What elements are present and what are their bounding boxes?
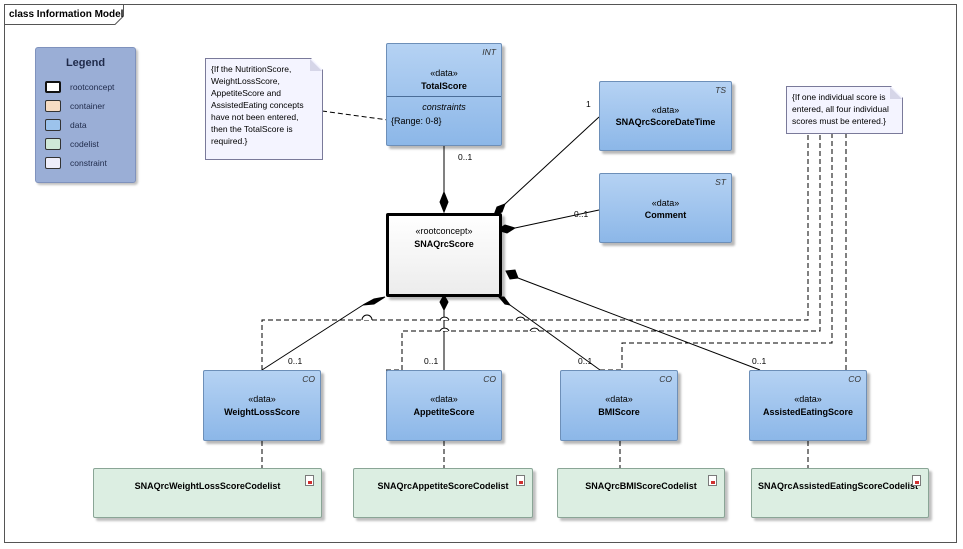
connector-comment bbox=[514, 209, 600, 229]
codelist-name: SNAQrcBMIScoreCodelist bbox=[585, 481, 697, 491]
codelist-name: SNAQrcAssistedEatingScoreCodelist bbox=[758, 481, 919, 491]
note-all-scores-rule[interactable]: {If one individual score is entered, all… bbox=[786, 86, 903, 134]
stereotype-label: «data» bbox=[794, 394, 822, 404]
connector-weightloss bbox=[261, 304, 364, 371]
legend-swatch bbox=[45, 119, 61, 131]
class-snaqrcscoredatetime[interactable]: TS «data» SNAQrcScoreDateTime bbox=[599, 81, 732, 151]
class-name: SNAQrcScore bbox=[414, 239, 474, 249]
class-comment[interactable]: ST «data» Comment bbox=[599, 173, 732, 243]
line-hop-1 bbox=[361, 314, 373, 321]
diamond-top bbox=[439, 190, 449, 214]
class-bmiscore[interactable]: CO «data» BMIScore bbox=[560, 370, 678, 441]
stereotype-label: «data» bbox=[430, 68, 458, 78]
document-icon bbox=[305, 475, 314, 486]
document-icon bbox=[708, 475, 717, 486]
class-weightlossscore[interactable]: CO «data» WeightLossScore bbox=[203, 370, 321, 441]
diamond-weightloss bbox=[362, 296, 386, 306]
class-name: TotalScore bbox=[421, 81, 467, 91]
line-hop-2 bbox=[439, 316, 450, 321]
note-totalscore-rule[interactable]: {If the NutritionScore, WeightLossScore,… bbox=[205, 58, 323, 160]
class-snaqrcscore-root[interactable]: «rootconcept» SNAQrcScore bbox=[386, 213, 502, 297]
diagram-title: class Information Model bbox=[9, 9, 124, 20]
multiplicity-weightloss: 0..1 bbox=[288, 356, 303, 366]
constraints-header: constraints bbox=[422, 102, 466, 112]
class-name: Comment bbox=[644, 210, 687, 220]
connector-assistedeating bbox=[517, 277, 761, 371]
connector-bmi bbox=[509, 304, 601, 371]
type-tag: INT bbox=[482, 47, 496, 57]
type-tag: CO bbox=[483, 374, 496, 384]
stereotype-label: «data» bbox=[651, 198, 680, 208]
class-name: SNAQrcScoreDateTime bbox=[615, 117, 716, 127]
line-hop-3 bbox=[515, 316, 526, 321]
stereotype-label: «data» bbox=[248, 394, 276, 404]
class-name: AssistedEatingScore bbox=[762, 407, 854, 417]
stereotype-label: «data» bbox=[430, 394, 458, 404]
stereotype-label: «rootconcept» bbox=[415, 226, 473, 236]
type-tag: CO bbox=[302, 374, 315, 384]
legend-box: Legend rootconcept container data codeli… bbox=[35, 47, 136, 183]
multiplicity-bmi: 0..1 bbox=[578, 356, 593, 366]
legend-title: Legend bbox=[65, 57, 106, 69]
stereotype-label: «data» bbox=[605, 394, 633, 404]
compartment-divider bbox=[387, 96, 501, 97]
multiplicity-appetite: 0..1 bbox=[424, 356, 439, 366]
legend-label: constraint bbox=[70, 158, 107, 168]
diamond-assisted bbox=[505, 269, 519, 280]
legend-swatch bbox=[45, 100, 61, 112]
multiplicity-datetime: 1 bbox=[586, 99, 591, 109]
diamond-appetite bbox=[439, 293, 449, 312]
codelist-appetitescore[interactable]: SNAQrcAppetiteScoreCodelist bbox=[353, 468, 533, 518]
line-hop-4 bbox=[439, 327, 450, 332]
diagram-frame bbox=[4, 4, 957, 543]
class-assistedeatingscore[interactable]: CO «data» AssistedEatingScore bbox=[749, 370, 867, 441]
note-link-totalscore bbox=[321, 110, 389, 121]
note-link-bmi bbox=[600, 134, 833, 371]
class-totalscore[interactable]: INT «data» TotalScore constraints {Range… bbox=[386, 43, 502, 146]
frame-title-tab bbox=[4, 4, 124, 25]
diamond-bmi bbox=[497, 296, 512, 306]
codelist-name: SNAQrcAppetiteScoreCodelist bbox=[377, 481, 509, 491]
note-text: {If the NutritionScore, WeightLossScore,… bbox=[211, 64, 304, 146]
type-tag: CO bbox=[659, 374, 672, 384]
class-name: AppetiteScore bbox=[413, 407, 475, 417]
legend-swatch bbox=[45, 138, 61, 150]
codelist-name: SNAQrcWeightLossScoreCodelist bbox=[134, 481, 281, 491]
stereotype-label: «data» bbox=[651, 105, 680, 115]
type-tag: ST bbox=[715, 177, 726, 187]
codelist-bmiscore[interactable]: SNAQrcBMIScoreCodelist bbox=[557, 468, 725, 518]
line-hop-5 bbox=[529, 327, 540, 332]
codelist-assistedeatingscore[interactable]: SNAQrcAssistedEatingScoreCodelist bbox=[751, 468, 929, 518]
type-tag: CO bbox=[848, 374, 861, 384]
type-tag: TS bbox=[715, 85, 726, 95]
legend-label: container bbox=[70, 101, 105, 111]
legend-label: codelist bbox=[70, 139, 99, 149]
legend-label: rootconcept bbox=[70, 82, 115, 92]
document-icon bbox=[912, 475, 921, 486]
class-appetitescore[interactable]: CO «data» AppetiteScore bbox=[386, 370, 502, 441]
legend-swatch bbox=[45, 81, 61, 93]
codelist-weightlossscore[interactable]: SNAQrcWeightLossScoreCodelist bbox=[93, 468, 322, 518]
document-icon bbox=[516, 475, 525, 486]
legend-swatch bbox=[45, 157, 61, 169]
multiplicity-assisted: 0..1 bbox=[752, 356, 767, 366]
note-text: {If one individual score is entered, all… bbox=[792, 92, 889, 126]
multiplicity-comment: 0..1 bbox=[574, 209, 589, 219]
class-name: BMIScore bbox=[598, 407, 640, 417]
connector-datetime bbox=[504, 116, 600, 205]
legend-label: data bbox=[70, 120, 87, 130]
note-link-weightloss bbox=[261, 134, 809, 370]
multiplicity-totalscore: 0..1 bbox=[458, 152, 473, 162]
constraint-text: {Range: 0-8} bbox=[391, 116, 442, 126]
class-name: WeightLossScore bbox=[224, 407, 300, 417]
